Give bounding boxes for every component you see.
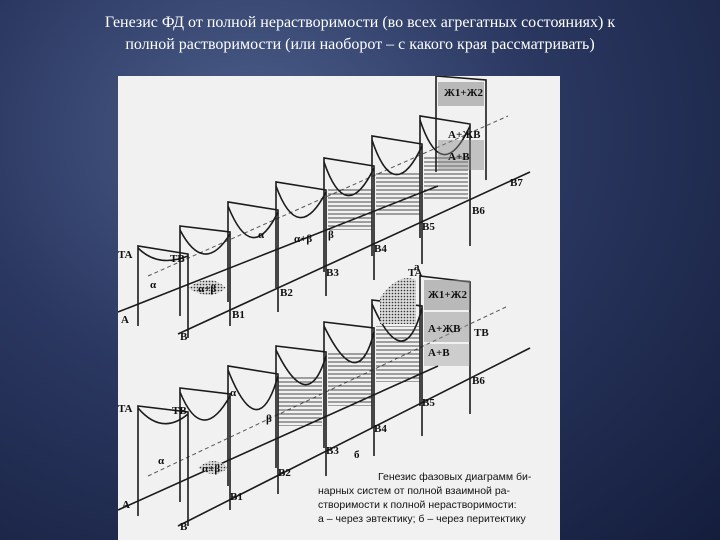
top-alpha-beta-label-1: α+β xyxy=(198,283,216,295)
top-series: TA TB A α α+β α+β α β Ж1+Ж2 A+ЖB A+B а B… xyxy=(118,76,531,343)
bottom-ta-label: TA xyxy=(118,403,133,415)
top-a-plus-liquid-label: A+ЖB xyxy=(448,129,481,141)
top-a-plus-b-label: A+B xyxy=(448,151,470,163)
top-b-label-3: B3 xyxy=(326,267,339,279)
top-beta-label: β xyxy=(328,229,334,241)
bottom-liquid-label: Ж1+Ж2 xyxy=(428,289,468,301)
figure-caption: Генезис фазовых диаграмм би- нарных сист… xyxy=(318,471,532,525)
top-b-label-7: B7 xyxy=(510,177,523,189)
bottom-ta-label-2: TA xyxy=(408,267,423,279)
top-b-labels: B B1 B2 B3 B4 B5 B6 B7 xyxy=(180,177,523,343)
bottom-b-labels: B B1 B2 B3 B4 B5 B6 xyxy=(180,375,485,533)
top-liquid-label: Ж1+Ж2 xyxy=(444,87,484,99)
phase-diagram-figure: TA TB A α α+β α+β α β Ж1+Ж2 A+ЖB A+B а B… xyxy=(118,76,560,540)
top-alpha-beta-label-2: α+β xyxy=(294,233,312,245)
top-alpha-label: α xyxy=(150,279,157,291)
caption-line-4: а – через эвтектику; б – через перитекти… xyxy=(318,513,526,525)
slide-title: Генезис ФД от полной нерастворимости (во… xyxy=(0,12,720,56)
bottom-alpha-beta-label: α+β xyxy=(202,463,220,475)
bottom-alpha-label: α xyxy=(158,455,165,467)
top-tb-label: TB xyxy=(170,253,185,265)
top-b-label-0: B xyxy=(180,331,188,343)
bottom-alpha-label-2: α xyxy=(230,387,237,399)
caption-line-1: Генезис фазовых диаграмм би- xyxy=(378,471,532,483)
phase-diagram-svg: TA TB A α α+β α+β α β Ж1+Ж2 A+ЖB A+B а B… xyxy=(118,76,532,533)
slide-title-line-1: Генезис ФД от полной нерастворимости (во… xyxy=(104,14,616,31)
slide-title-line-2: полной растворимости (или наоборот – с к… xyxy=(125,36,595,53)
top-ta-label: TA xyxy=(118,249,133,261)
bottom-b-label-4: B4 xyxy=(374,423,387,435)
top-b-label-4: B4 xyxy=(374,243,387,255)
top-axis-a: A xyxy=(121,314,129,326)
bottom-beta-label: β xyxy=(266,413,272,425)
bottom-b-label-2: B2 xyxy=(278,467,291,479)
top-b-label-6: B6 xyxy=(472,205,485,217)
bottom-a-plus-liquid-label: A+ЖB xyxy=(428,323,461,335)
bottom-b-label-3: B3 xyxy=(326,445,339,457)
bottom-a-plus-b-label: A+B xyxy=(428,347,450,359)
top-alpha-label-2: α xyxy=(258,229,265,241)
bottom-b-label-1: B1 xyxy=(230,491,243,503)
bottom-b-label-6: B6 xyxy=(472,375,485,387)
top-b-label-2: B2 xyxy=(280,287,293,299)
top-b-label-5: B5 xyxy=(422,221,435,233)
bottom-axis-a: A xyxy=(122,499,130,511)
series-b-label: б xyxy=(354,449,360,461)
caption-line-3: створимости к полной нерастворимости: xyxy=(318,499,517,511)
series-a-label: а xyxy=(414,261,420,273)
caption-line-2: нарных систем от полной взаимной ра- xyxy=(318,485,510,497)
top-b-label-1: B1 xyxy=(232,309,245,321)
bottom-tb-label-2: TB xyxy=(474,327,489,339)
bottom-b-label-0: B xyxy=(180,521,188,533)
bottom-tb-label: TB xyxy=(172,405,187,417)
bottom-b-label-5: B5 xyxy=(422,397,435,409)
bottom-series: TA TB TA TB A α α+β α β Ж1+Ж2 A+ЖB A+B б… xyxy=(118,267,531,533)
